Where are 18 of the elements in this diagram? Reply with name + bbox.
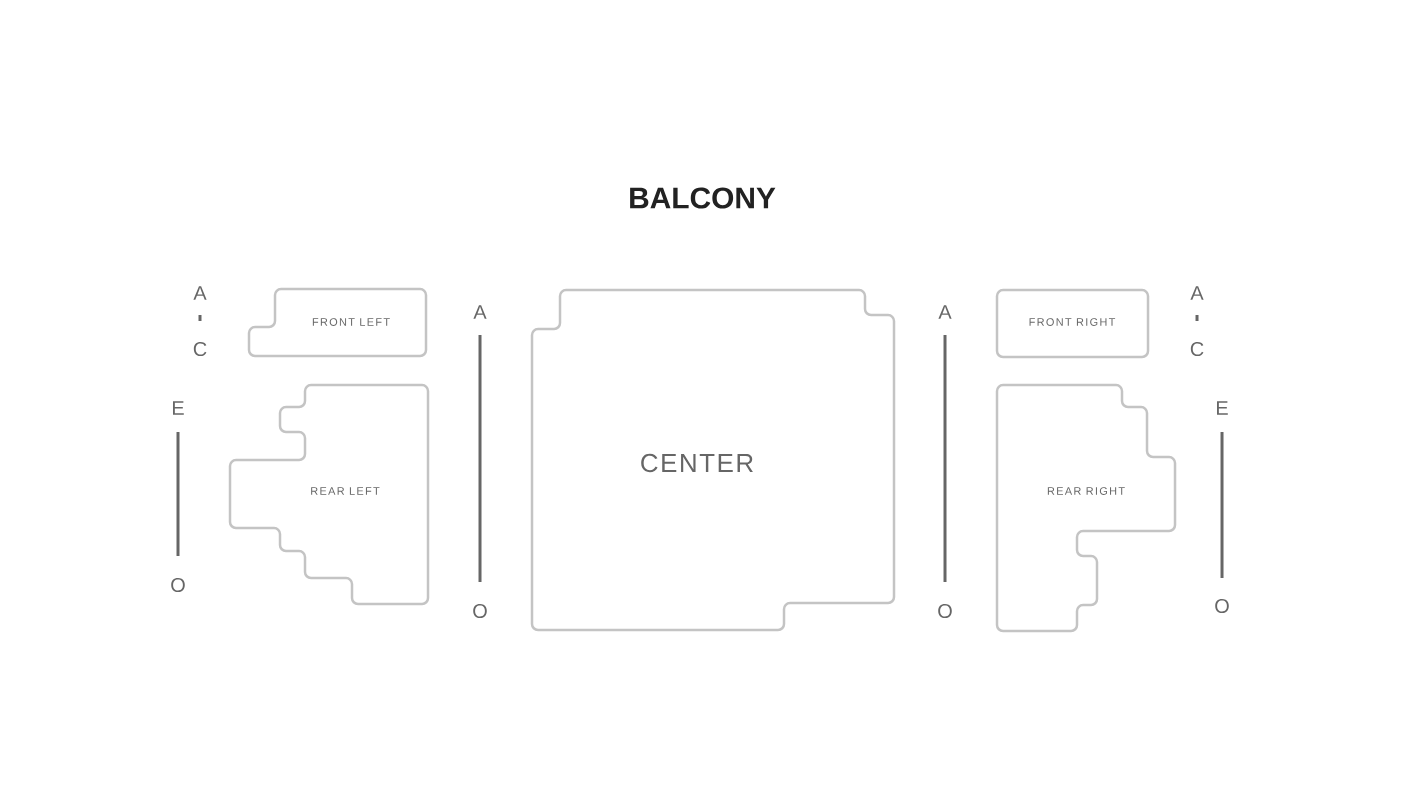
- row-letter: O: [171, 577, 185, 593]
- seating-section: FRONT RIGHT: [995, 288, 1150, 359]
- seating-section: REAR RIGHT: [995, 383, 1177, 633]
- row-letter: O: [1215, 598, 1229, 614]
- row-letter: E: [1217, 401, 1228, 415]
- row-letter: E: [173, 401, 184, 415]
- row-letter: C: [193, 341, 207, 357]
- row-letter: A: [1190, 286, 1204, 300]
- row-letter: O: [938, 603, 952, 619]
- row-letter: O: [473, 603, 487, 619]
- row-letter: C: [1190, 341, 1204, 357]
- seating-section: REAR LEFT: [228, 383, 430, 606]
- row-letter: A: [193, 286, 207, 300]
- row-letter: A: [473, 305, 487, 319]
- title: BALCONY: [630, 187, 776, 209]
- seating-section: CENTER: [530, 288, 896, 632]
- seating-section: FRONT LEFT: [247, 287, 428, 358]
- row-letter: A: [938, 305, 952, 319]
